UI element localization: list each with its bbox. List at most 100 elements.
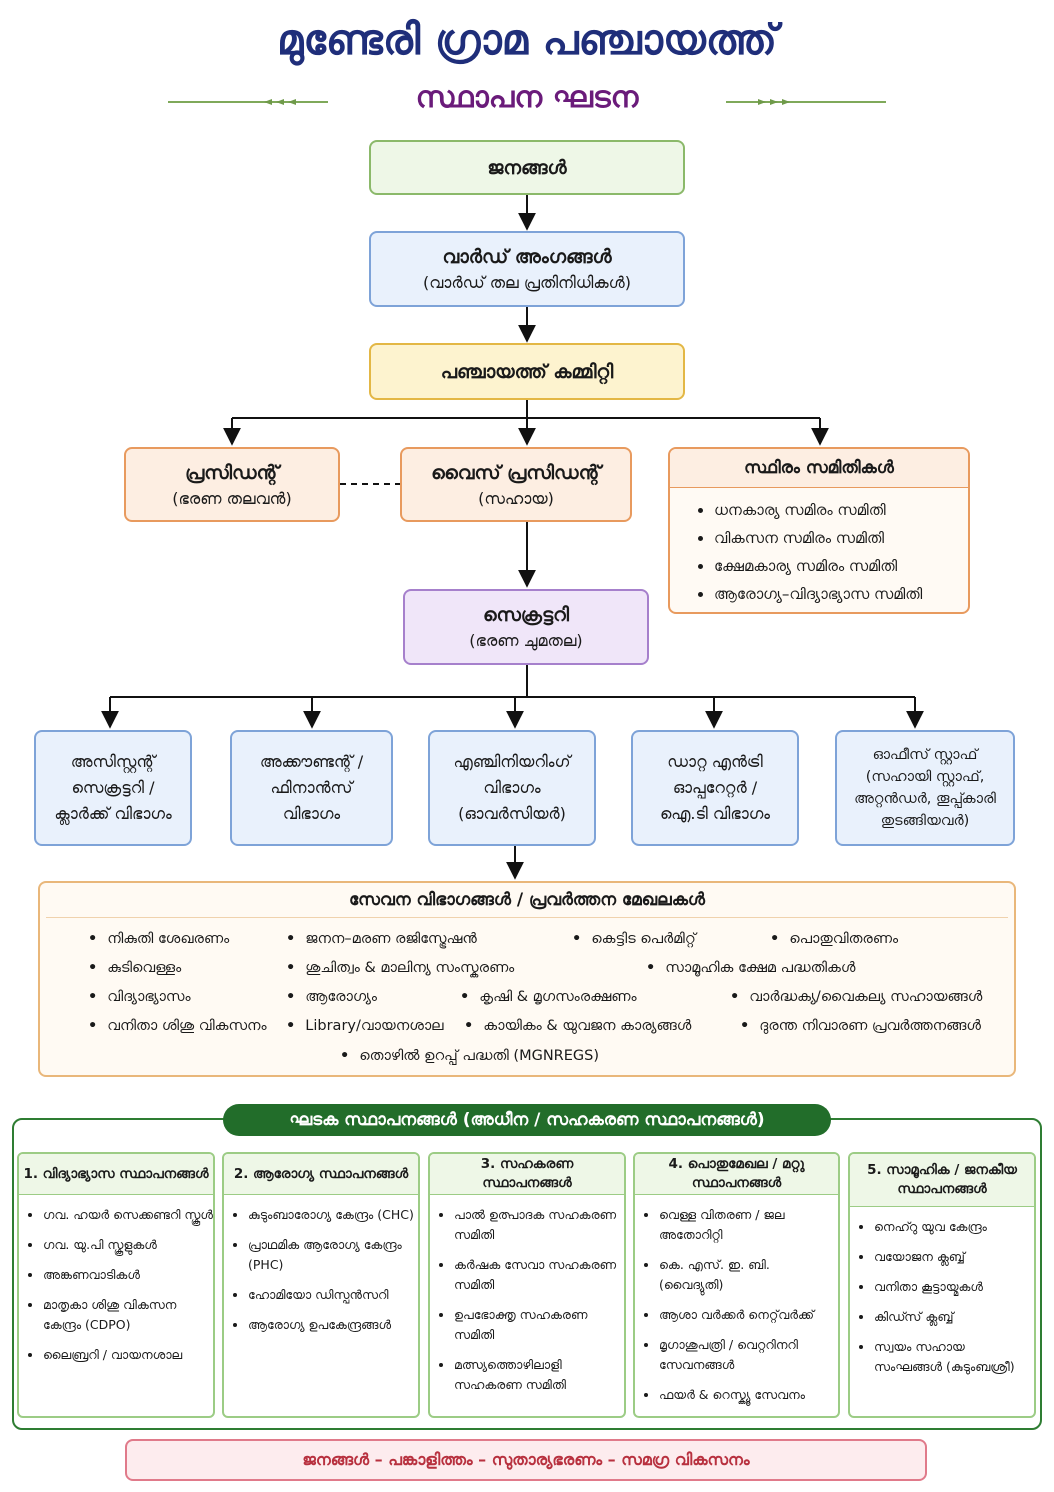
secretary-box: സെക്രട്ടറി (ഭരണ ചുമതല) [403, 589, 649, 665]
institution-list: ഗവ. ഹയർ സെക്കണ്ടറി സ്കൂൾ ഗവ. യു.പി സ്കൂള… [19, 1205, 213, 1365]
institution-column-title: 4. പൊതുമേഖല / മറ്റു സ്ഥാപനങ്ങൾ [635, 1154, 838, 1195]
standing-committees-list: ധനകാര്യ സമിരം സമിതി വികസന സമിരം സമിതി ക്… [670, 496, 968, 608]
institution-column-title: 5. സാമൂഹിക / ജനകീയ സ്ഥാപനങ്ങൾ [850, 1154, 1034, 1207]
list-item: ധനകാര്യ സമിരം സമിതി [714, 496, 968, 524]
ward-members-box: വാർഡ് അംഗങ്ങൾ (വാർഡ് തല പ്രതിനിധികൾ) [369, 231, 685, 307]
service-item: സാമൂഹിക ക്ഷേമ പദ്ധതികൾ [646, 958, 855, 978]
list-item: സ്വയം സഹായ സംഘങ്ങൾ (കുടുംബശ്രീ) [874, 1337, 1034, 1377]
institution-column-social: 5. സാമൂഹിക / ജനകീയ സ്ഥാപനങ്ങൾ നെഹ്റു യുവ… [848, 1152, 1036, 1418]
president-subtitle: (ഭരണ തലവൻ) [172, 488, 292, 508]
service-item: ജനന–മരണ രജിസ്ട്രേഷൻ [286, 929, 477, 949]
dept-line: അറ്റൻഡർ, തൂപ്പ്കാരി [854, 791, 996, 807]
list-item: വികസന സമിരം സമിതി [714, 524, 968, 552]
list-item: വനിതാ കൂട്ടായ്മകൾ [874, 1277, 1034, 1297]
list-item: കർഷക സേവാ സഹകരണ സമിതി [454, 1255, 624, 1295]
vice-president-title: വൈസ് പ്രസിഡന്റ് [431, 461, 601, 484]
dept-engineering: എഞ്ചിനിയറിംഗ് വിഭാഗം (ഓവർസിയർ) [428, 730, 596, 846]
service-item: ശുചിത്വം & മാലിന്യ സംസ്കരണം [286, 958, 514, 978]
dept-accounts-finance: അക്കൗണ്ടന്റ് / ഫിനാൻസ് വിഭാഗം [230, 730, 393, 846]
dept-line: ഐ.ടി വിഭാഗം [659, 804, 771, 823]
list-item: ഗവ. യു.പി സ്കൂളുകൾ [43, 1235, 213, 1255]
institution-column-title: 3. സഹകരണ സ്ഥാപനങ്ങൾ [430, 1154, 624, 1195]
ward-title: വാർഡ് അംഗങ്ങൾ [442, 246, 612, 268]
service-item: വനിതാ ശിശു വികസനം [88, 1016, 266, 1036]
service-item: വിദ്യാഭ്യാസം [88, 987, 190, 1007]
list-item: ക്ഷേമകാര്യ സമിരം സമിതി [714, 552, 968, 580]
people-title: ജനങ്ങൾ [487, 156, 567, 179]
dept-line: (സഹായി സ്റ്റാഫ്, [865, 769, 985, 785]
list-item: ഉപഭോക്തൃ സഹകരണ സമിതി [454, 1305, 624, 1345]
list-item: മത്സ്യത്തൊഴിലാളി സഹകരണ സമിതി [454, 1355, 624, 1395]
dept-line: തുടങ്ങിയവർ) [880, 813, 970, 829]
list-item: അങ്കണവാടികൾ [43, 1265, 213, 1285]
leaf-divider-icon [726, 99, 886, 105]
list-item: ഗവ. ഹയർ സെക്കണ്ടറി സ്കൂൾ [43, 1205, 213, 1225]
service-item: ദുരന്ത നിവാരണ പ്രവർത്തനങ്ങൾ [740, 1016, 981, 1036]
dept-line: ക്ലാർക്ക് വിഭാഗം [54, 804, 172, 823]
service-item: ആരോഗ്യം [286, 987, 377, 1007]
list-item: കുടുംബാരോഗ്യ കേന്ദ്രം (CHC) [248, 1205, 418, 1225]
service-item: കൃഷി & മൃഗസംരക്ഷണം [460, 987, 636, 1007]
panchayat-committee-box: പഞ്ചായത്ത് കമ്മിറ്റി [369, 343, 685, 400]
list-item: ഫയർ & റെസ്ക്യൂ സേവനം [659, 1385, 838, 1405]
service-item: കായികം & യുവജന കാര്യങ്ങൾ [464, 1016, 691, 1036]
list-item: മൃഗാശുപത്രി / വെറ്ററിനറി സേവനങ്ങൾ [659, 1335, 838, 1375]
list-item: വെള്ള വിതരണ / ജല അതോറിറ്റി [659, 1205, 838, 1245]
service-item: പൊതുവിതരണം [770, 929, 898, 949]
dept-office-staff: ഓഫീസ് സ്റ്റാഫ് (സഹായി സ്റ്റാഫ്, അറ്റൻഡർ,… [835, 730, 1015, 846]
list-item: ആരോഗ്യ ഉപകേന്ദ്രങ്ങൾ [248, 1315, 418, 1335]
institution-column-education: 1. വിദ്യാഭ്യാസ സ്ഥാപനങ്ങൾ ഗവ. ഹയർ സെക്കണ… [17, 1152, 215, 1418]
footer-slogan: ജനങ്ങൾ – പങ്കാളിത്തം – സുതാര്യഭരണം – സമഗ… [125, 1439, 927, 1481]
service-item: തൊഴിൽ ഉറപ്പ് പദ്ധതി (MGNREGS) [340, 1046, 599, 1066]
dept-line: വിഭാഗം [282, 804, 341, 823]
institution-list: കുടുംബാരോഗ്യ കേന്ദ്രം (CHC) പ്രാഥമിക ആരോ… [224, 1205, 418, 1335]
list-item: നെഹ്റു യുവ കേന്ദ്രം [874, 1217, 1034, 1237]
service-item: കുടിവെള്ളം [88, 958, 181, 978]
institution-column-title: 2. ആരോഗ്യ സ്ഥാപനങ്ങൾ [224, 1154, 418, 1195]
list-item: ഹോമിയോ ഡിസ്പൻസറി [248, 1285, 418, 1305]
secretary-subtitle: (ഭരണ ചുമതല) [469, 631, 583, 650]
institution-list: നെഹ്റു യുവ കേന്ദ്രം വയോജന ക്ലബ്ബ് വനിതാ … [850, 1217, 1034, 1377]
dept-data-entry-it: ഡാറ്റ എൻട്രി ഓപ്പറേറ്റർ / ഐ.ടി വിഭാഗം [631, 730, 799, 846]
president-box: പ്രസിഡന്റ് (ഭരണ തലവൻ) [124, 447, 340, 522]
list-item: പാൽ ഉത്പാദക സഹകരണ സമിതി [454, 1205, 624, 1245]
committee-title: പഞ്ചായത്ത് കമ്മിറ്റി [440, 360, 614, 383]
ward-subtitle: (വാർഡ് തല പ്രതിനിധികൾ) [423, 273, 631, 292]
dept-line: വിഭാഗം [483, 778, 541, 797]
page-subtitle: സ്ഥാപന ഘടന [415, 80, 639, 115]
dept-assistant-secretary: അസിസ്റ്റന്റ് സെക്രട്ടറി / ക്ലാർക്ക് വിഭാ… [34, 730, 192, 846]
list-item: വയോജന ക്ലബ്ബ് [874, 1247, 1034, 1267]
institution-column-public-sector: 4. പൊതുമേഖല / മറ്റു സ്ഥാപനങ്ങൾ വെള്ള വിത… [633, 1152, 840, 1418]
service-item: നികുതി ശേഖരണം [88, 929, 229, 949]
dept-line: ഫിനാൻസ് [270, 778, 353, 797]
institutions-title: ഘടക സ്ഥാപനങ്ങൾ (അധീന / സഹകരണ സ്ഥാപനങ്ങൾ) [223, 1104, 831, 1136]
list-item: കിഡ്സ് ക്ലബ്ബ് [874, 1307, 1034, 1327]
list-item: മാതൃകാ ശിശു വികസന കേന്ദ്രം (CDPO) [43, 1295, 213, 1335]
service-item: കെട്ടിട പെർമിറ്റ് [572, 929, 696, 949]
institution-column-cooperative: 3. സഹകരണ സ്ഥാപനങ്ങൾ പാൽ ഉത്പാദക സഹകരണ സമ… [428, 1152, 626, 1418]
service-item: വാർദ്ധക്യ/വൈകല്യ സഹായങ്ങൾ [730, 987, 982, 1007]
dept-line: ഓഫീസ് സ്റ്റാഫ് [872, 747, 978, 763]
services-title: സേവന വിഭാഗങ്ങൾ / പ്രവർത്തന മേഖലകൾ [46, 883, 1008, 918]
list-item: കെ. എസ്. ഇ. ബി. (വൈദ്യുതി) [659, 1255, 838, 1295]
dept-line: അസിസ്റ്റന്റ് [70, 752, 156, 771]
list-item: പ്രാഥമിക ആരോഗ്യ കേന്ദ്രം (PHC) [248, 1235, 418, 1275]
dept-line: അക്കൗണ്ടന്റ് / [259, 752, 364, 771]
secretary-title: സെക്രട്ടറി [482, 604, 570, 626]
standing-committees-box: സ്ഥിരം സമിതികൾ ധനകാര്യ സമിരം സമിതി വികസന… [668, 447, 970, 614]
vice-president-subtitle: (സഹായ) [478, 488, 554, 508]
dept-line: ഡാറ്റ എൻട്രി [667, 752, 763, 771]
dept-line: എഞ്ചിനിയറിംഗ് [453, 752, 571, 771]
president-title: പ്രസിഡന്റ് [185, 461, 279, 484]
page-title: മുണ്ടേരി ഗ്രാമ പഞ്ചായത്ത് [277, 15, 777, 64]
leaf-divider-icon [168, 99, 328, 105]
list-item: ആരോഗ്യ–വിദ്യാഭ്യാസ സമിതി [714, 580, 968, 608]
dept-line: (ഓവർസിയർ) [458, 804, 566, 823]
people-box: ജനങ്ങൾ [369, 140, 685, 195]
institution-column-health: 2. ആരോഗ്യ സ്ഥാപനങ്ങൾ കുടുംബാരോഗ്യ കേന്ദ്… [222, 1152, 420, 1418]
list-item: ആശാ വർക്കർ നെറ്റ്‌വർക്ക് [659, 1305, 838, 1325]
dept-line: ഓപ്പറേറ്റർ / [672, 778, 758, 797]
standing-committees-title: സ്ഥിരം സമിതികൾ [670, 449, 968, 488]
